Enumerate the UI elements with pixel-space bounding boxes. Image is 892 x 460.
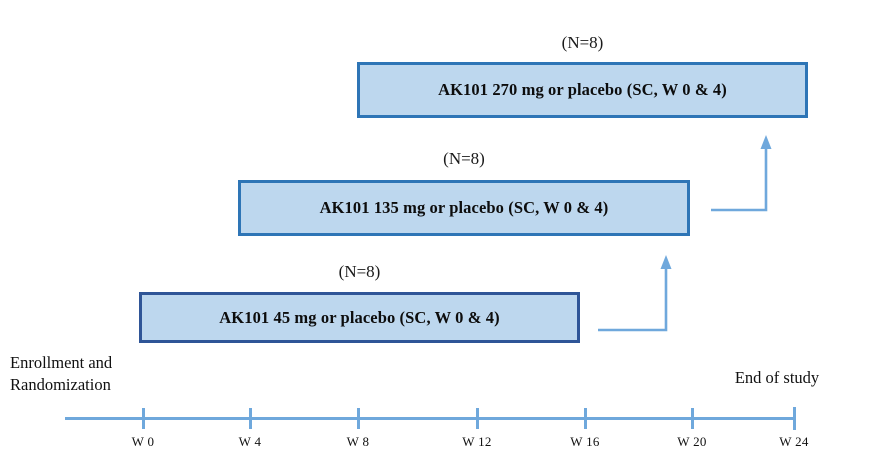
enrollment-randomization-label: Enrollment and Randomization xyxy=(10,353,113,394)
timeline-tick-w16 xyxy=(584,408,587,429)
timeline-tick-label-w24: W 24 xyxy=(779,434,809,449)
timeline-tick-w20 xyxy=(691,408,694,429)
dose-escalation-arrow-icon-lower xyxy=(598,255,672,332)
cohort-270-label: AK101 270 mg or placebo (SC, W 0 & 4) xyxy=(438,80,727,99)
timeline-tick-label-w0: W 0 xyxy=(131,434,155,449)
cohort-45-n-label: (N=8) xyxy=(338,262,381,281)
timeline-tick-w4 xyxy=(249,408,252,429)
timeline-tick-label-w16: W 16 xyxy=(570,434,600,449)
cohort-45-label: AK101 45 mg or placebo (SC, W 0 & 4) xyxy=(219,307,500,327)
timeline-tick-w12 xyxy=(476,408,479,429)
cohort-270-n-label: (N=8) xyxy=(561,33,604,52)
cohort-bar-270mg: AK101 270 mg or placebo (SC, W 0 & 4) xyxy=(357,62,808,118)
timeline-tick-label-w4: W 4 xyxy=(238,434,262,449)
timeline-tick-w24 xyxy=(793,408,796,429)
timeline-tick-w8 xyxy=(357,408,360,429)
cohort-135-label: AK101 135 mg or placebo (SC, W 0 & 4) xyxy=(319,198,609,217)
timeline-tick-label-w8: W 8 xyxy=(346,434,370,449)
end-of-study-label: End of study xyxy=(734,368,820,387)
cohort-135-n-label: (N=8) xyxy=(443,149,485,168)
dose-escalation-arrow-icon-upper xyxy=(711,135,772,212)
timeline-tick-w0 xyxy=(142,408,145,429)
timeline-axis xyxy=(65,417,796,420)
cohort-bar-135mg: AK101 135 mg or placebo (SC, W 0 & 4) xyxy=(238,180,690,236)
cohort-bar-45mg: AK101 45 mg or placebo (SC, W 0 & 4) xyxy=(139,292,580,343)
timeline-tick-label-w20: W 20 xyxy=(677,434,707,449)
timeline-tick-label-w12: W 12 xyxy=(462,434,492,449)
